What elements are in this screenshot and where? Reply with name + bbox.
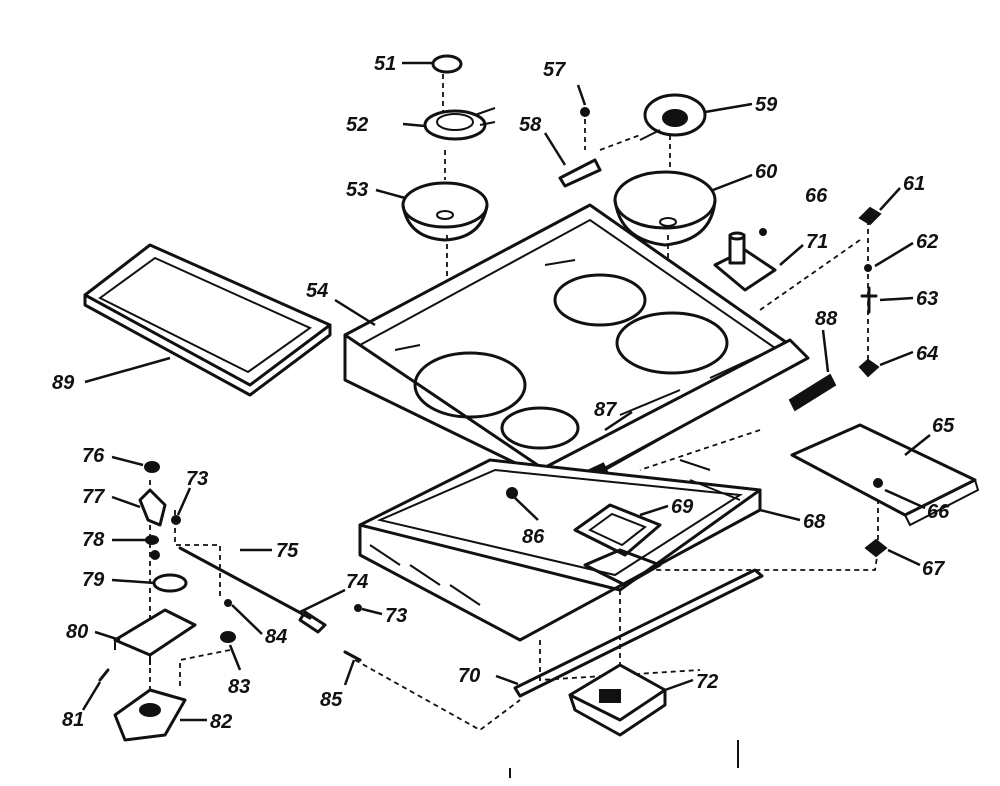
callout-76: 76: [82, 445, 105, 467]
terminal-block-part: [788, 373, 837, 412]
callout-80: 80: [66, 621, 88, 643]
callout-85: 85: [320, 689, 343, 711]
callout-57: 57: [543, 59, 566, 81]
right-small-parts: [858, 206, 888, 558]
callout-labels: 51 52 53 54 57 58 59 60 61 62 63 64 65 6…: [52, 53, 955, 733]
callout-51: 51: [374, 53, 396, 75]
callout-64: 64: [916, 343, 938, 365]
callout-86: 86: [522, 526, 545, 548]
callout-87: 87: [594, 399, 617, 421]
callout-60: 60: [755, 161, 777, 183]
callout-63: 63: [916, 288, 938, 310]
reflector-part: [573, 503, 662, 587]
callout-69: 69: [671, 496, 694, 518]
glass-tray-part: [83, 243, 332, 397]
left-small-parts: [98, 461, 518, 742]
callout-89: 89: [52, 372, 75, 394]
callout-58: 58: [519, 114, 542, 136]
callout-88: 88: [815, 308, 838, 330]
bracket-part: [568, 663, 667, 737]
callout-61: 61: [903, 173, 925, 195]
callout-82: 82: [210, 711, 232, 733]
callout-83: 83: [228, 676, 250, 698]
callout-77: 77: [82, 486, 105, 508]
receptacle-part: [713, 228, 777, 292]
callout-74: 74: [346, 571, 368, 593]
callout-53: 53: [346, 179, 368, 201]
leader-lines: [81, 61, 931, 722]
callout-62: 62: [916, 231, 938, 253]
callout-81: 81: [62, 709, 84, 731]
callout-68: 68: [803, 511, 826, 533]
callout-66-top: 66: [805, 185, 828, 207]
callout-71: 71: [806, 231, 828, 253]
plate-part: [790, 423, 980, 527]
callout-72: 72: [696, 671, 718, 693]
callout-73-left: 73: [186, 468, 208, 490]
callout-78: 78: [82, 529, 105, 551]
callout-84: 84: [265, 626, 287, 648]
callout-75: 75: [276, 540, 299, 562]
left-burner-parts: [401, 54, 496, 242]
callout-52: 52: [346, 114, 368, 136]
right-burner-parts: [558, 93, 717, 247]
scan-marks: [509, 740, 739, 778]
callout-70: 70: [458, 665, 480, 687]
callout-67: 67: [922, 558, 945, 580]
burner-box-part: [358, 458, 762, 642]
callout-54: 54: [306, 280, 328, 302]
callout-66-right: 66: [927, 501, 950, 523]
strip-part: [513, 568, 764, 698]
callout-65: 65: [932, 415, 955, 437]
callout-73-mid: 73: [385, 605, 407, 627]
callout-79: 79: [82, 569, 105, 591]
callout-59: 59: [755, 94, 778, 116]
